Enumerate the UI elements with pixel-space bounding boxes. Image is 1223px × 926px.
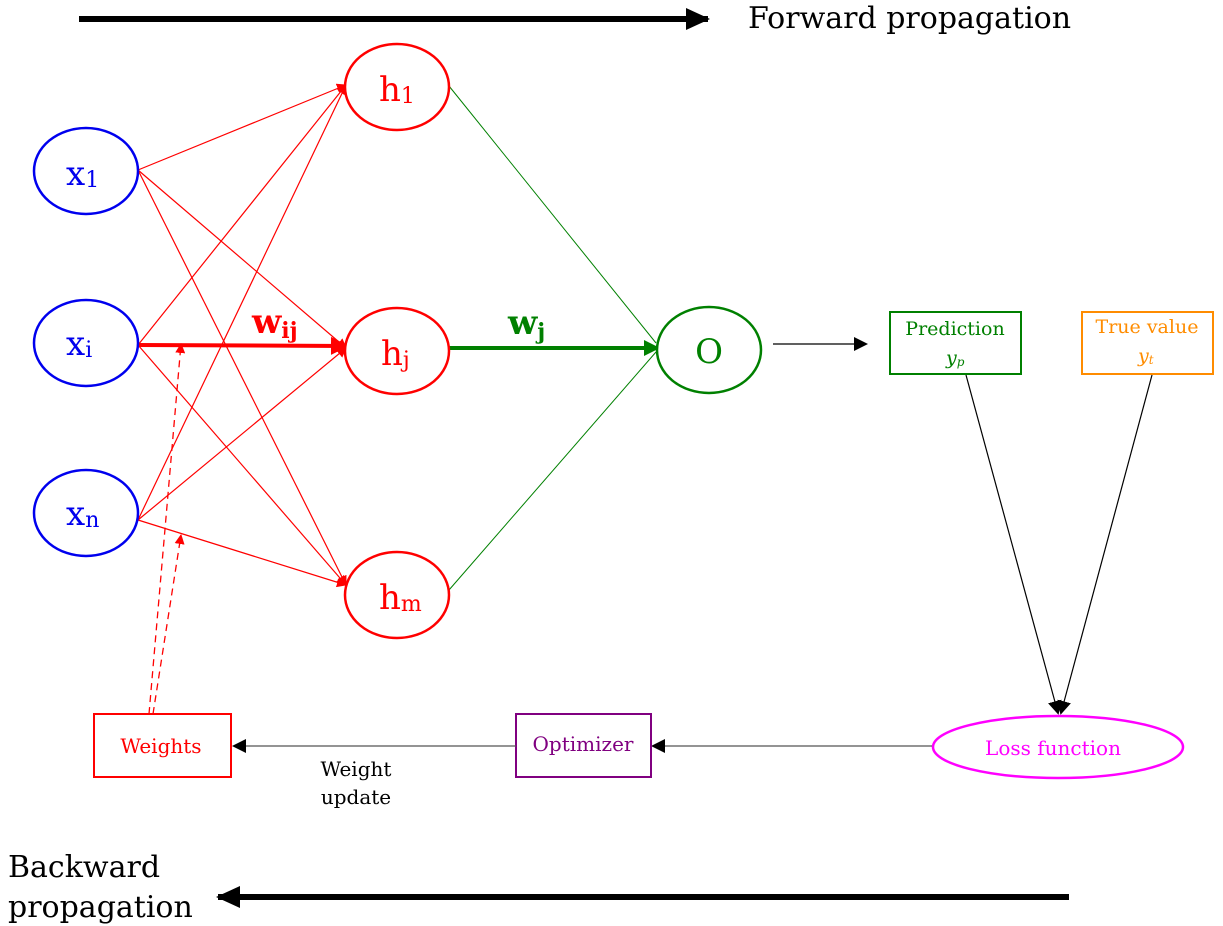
edge-xn-h1: [137, 84, 347, 521]
true-value-box: True value yt: [1081, 311, 1214, 375]
edge-x1-hj: [137, 169, 347, 349]
svg-text:hj: hj: [381, 334, 410, 374]
weights-update-dashed-arrow-1: [148, 343, 186, 715]
svg-text:Loss function: Loss function: [985, 736, 1121, 760]
input-node-xn: xn: [32, 468, 140, 558]
input-hidden-connections: [137, 83, 347, 588]
forward-propagation-label: Forward propagation: [748, 1, 1071, 36]
svg-text:Weights: Weights: [120, 734, 201, 758]
input-node-x1: x1: [32, 126, 140, 216]
svg-text:xi: xi: [66, 324, 92, 364]
hidden-node-hj: hj: [343, 306, 451, 396]
weight-label-wj: wj: [507, 303, 545, 345]
edge-xn-hm: [137, 519, 347, 588]
true-value-title: True value: [1096, 316, 1199, 338]
edge-xi-hj-highlight: [137, 336, 349, 355]
prediction-title: Prediction: [905, 318, 1004, 340]
prediction-to-loss-arrow: [965, 374, 1062, 715]
svg-text:Optimizer: Optimizer: [533, 732, 634, 756]
svg-text:O: O: [695, 332, 723, 372]
edge-h1-o: [448, 85, 657, 344]
hidden-node-hm: hm: [343, 550, 451, 640]
edge-xi-hm: [137, 344, 347, 586]
output-node: O: [655, 305, 763, 395]
edge-x1-h1: [137, 83, 347, 171]
true-value-to-loss-arrow: [1057, 374, 1153, 715]
weights-update-dashed-arrow-2: [152, 534, 185, 715]
weights-box: Weights: [93, 713, 232, 778]
edge-x1-hm: [137, 169, 347, 586]
hidden-node-h1: h1: [343, 42, 451, 132]
edge-hm-o: [448, 351, 657, 591]
hidden-output-connections: [448, 85, 657, 591]
svg-text:h1: h1: [379, 70, 415, 110]
svg-text:hm: hm: [379, 578, 422, 618]
input-node-xi: xi: [32, 298, 140, 388]
loss-function-node: Loss function: [931, 714, 1185, 780]
weight-label-wij: wij: [251, 302, 298, 344]
edge-xn-hj: [137, 347, 347, 521]
svg-text:x1: x1: [66, 154, 99, 194]
edge-xi-h1: [137, 84, 347, 346]
svg-text:yt: yt: [1137, 345, 1154, 367]
prediction-box: Prediction yp: [889, 311, 1022, 375]
svg-text:yp: yp: [945, 347, 965, 369]
svg-text:xn: xn: [66, 494, 99, 534]
optimizer-box: Optimizer: [515, 713, 652, 778]
